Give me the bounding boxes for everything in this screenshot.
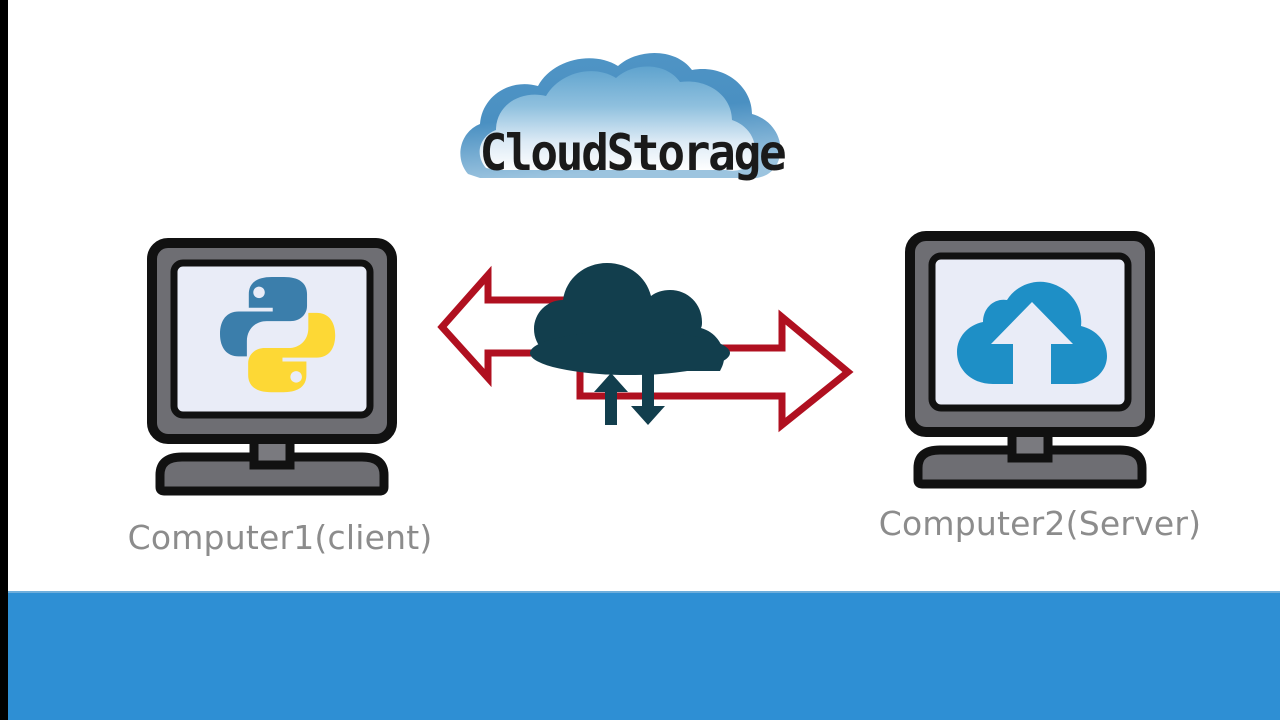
left-edge-bar (0, 0, 8, 720)
computer1-label: Computer1(client) (127, 518, 433, 557)
sync-down-arrow (631, 373, 665, 425)
computer1-monitor[interactable] (142, 235, 402, 505)
sync-up-arrow (594, 373, 628, 425)
up-down-arrows-icon (594, 373, 665, 425)
monitor-screen (928, 252, 1132, 412)
monitor-shape-icon (905, 231, 1155, 489)
cloud-logo-icon (460, 52, 781, 179)
bottom-blue-band (8, 593, 1280, 720)
transfer-arrows-icon (437, 263, 854, 433)
computer2-label: Computer2(Server) (878, 504, 1202, 543)
transfer-cloud-base (530, 331, 730, 375)
transfer-group (430, 255, 860, 440)
monitor-base (913, 445, 1147, 489)
logo-wordmark: CloudStorage (479, 124, 787, 182)
computer2-monitor[interactable] (900, 228, 1160, 498)
logo-cloud-fill (479, 66, 755, 171)
cloudstorage-logo: CloudStorage (452, 46, 812, 206)
top-edge-bar (0, 0, 1280, 3)
monitor-shape-icon (147, 238, 397, 496)
monitor-screen (170, 259, 374, 419)
band-hairline (8, 591, 1280, 594)
monitor-base (155, 452, 389, 496)
